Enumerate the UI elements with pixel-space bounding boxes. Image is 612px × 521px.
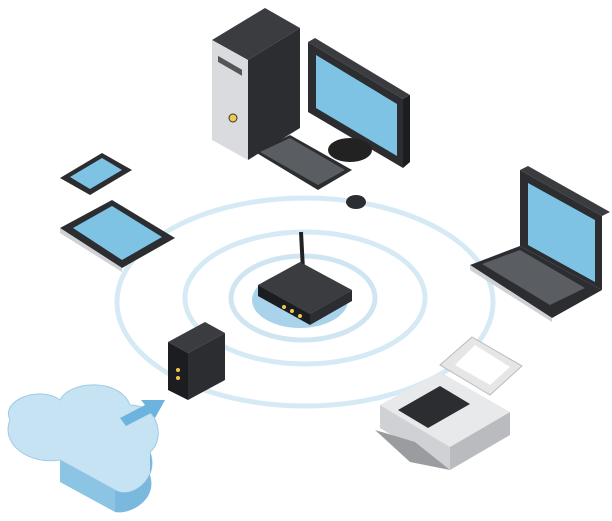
wireless-router-icon (258, 231, 352, 325)
printer-icon (375, 336, 523, 470)
mouse-icon (346, 195, 366, 209)
middle-ring (182, 229, 428, 367)
smartphone-icon (60, 153, 132, 195)
tablet-icon (60, 200, 175, 272)
outer-ring (114, 195, 496, 409)
modem-icon (168, 322, 225, 400)
laptop-icon (470, 166, 610, 322)
desktop-computer-icon (212, 8, 410, 209)
upload-arrow-icon (120, 400, 165, 426)
cloud-icon (7, 384, 159, 513)
